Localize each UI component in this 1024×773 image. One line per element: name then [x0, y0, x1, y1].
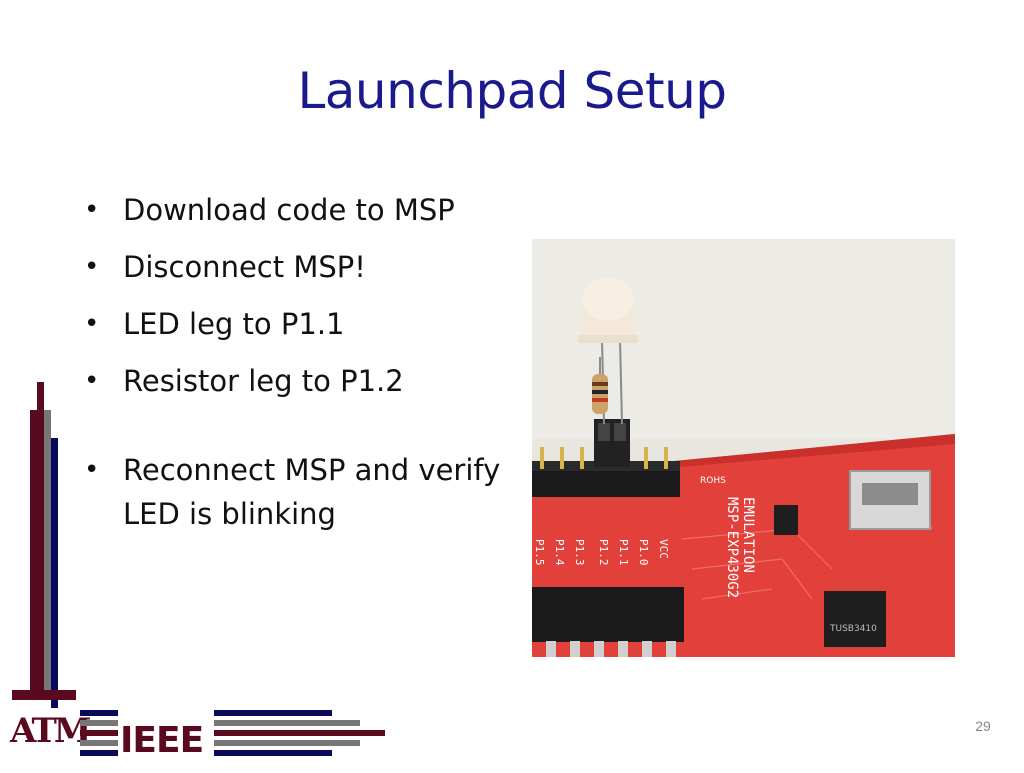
board-label: EMULATION — [740, 497, 756, 573]
board-label: P1.5 — [533, 539, 546, 566]
board-label: P1.2 — [597, 539, 610, 566]
bullet-list: Download code to MSP Disconnect MSP! LED… — [84, 188, 524, 549]
bullet-item: Download code to MSP — [84, 188, 524, 232]
launchpad-photo: P1.5 P1.4 P1.3 P1.2 P1.1 P1.0 VCC EMULAT… — [532, 239, 955, 657]
board-label: P1.4 — [553, 539, 566, 566]
bullet-item: Reconnect MSP and verify LED is blinking — [84, 448, 524, 536]
bullet-item: LED leg to P1.1 — [84, 302, 524, 346]
board-label: ROHS — [700, 476, 726, 486]
bullet-item: Resistor leg to P1.2 — [84, 359, 524, 403]
board-label: P1.1 — [617, 539, 630, 566]
board-label: VCC — [657, 539, 670, 559]
atm-logo-text: ATM — [9, 711, 91, 751]
board-label: P1.3 — [573, 539, 586, 566]
bullet-item: Disconnect MSP! — [84, 245, 524, 289]
page-number: 29 — [975, 718, 991, 734]
atm-logo-letters: ATM — [9, 690, 94, 751]
ieee-logo-text: IEEE — [120, 720, 203, 761]
board-label: P1.0 — [637, 539, 650, 566]
board-label: TUSB3410 — [829, 624, 877, 634]
atm-ieee-logo: ATM IEEE — [0, 380, 400, 768]
board-label: MSP-EXP430G2 — [724, 497, 740, 598]
slide-title: Launchpad Setup — [297, 62, 727, 120]
